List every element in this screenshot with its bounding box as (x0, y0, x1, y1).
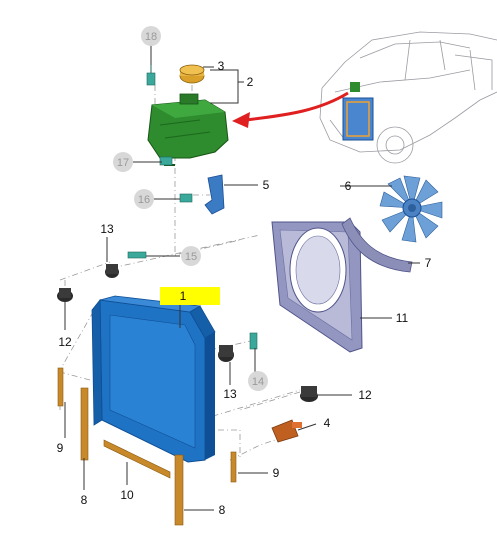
fitting-18 (146, 65, 156, 86)
sensor-4 (271, 419, 302, 443)
callout-10: 10 (120, 488, 134, 502)
callout-4: 4 (324, 416, 331, 430)
seal-strip-8-left (80, 387, 89, 461)
rubber-mount-13-right (218, 345, 234, 362)
expansion-tank-cap (179, 64, 205, 84)
callout-18: 18 (145, 31, 157, 43)
cooling-fan (379, 175, 443, 243)
seal-strip-8-right (174, 454, 184, 526)
leader-lines (64, 45, 420, 511)
shroud-ring-segment-7 (341, 217, 413, 273)
fan-shroud (271, 221, 363, 353)
red-location-arrow (232, 91, 349, 128)
expansion-tank (147, 93, 229, 166)
callout-3: 3 (218, 59, 225, 73)
callout-8-right: 8 (219, 503, 226, 517)
callout-2: 2 (247, 75, 254, 89)
seal-strip-10 (103, 439, 171, 479)
callout-5: 5 (263, 178, 270, 192)
callout-12-left: 12 (58, 335, 72, 349)
fitting-17 (159, 156, 173, 166)
callout-13-top: 13 (100, 222, 114, 236)
rubber-mount-12-left (57, 288, 73, 302)
rubber-mount-12-right (300, 386, 318, 402)
callout-12-right: 12 (358, 388, 372, 402)
callout-15: 15 (185, 251, 197, 263)
callout-9-right: 9 (273, 466, 280, 480)
fitting-14 (249, 332, 258, 350)
callout-1-highlight (160, 287, 220, 305)
callout-13-right: 13 (223, 387, 237, 401)
radiator (91, 295, 216, 463)
callout-16: 16 (138, 194, 150, 206)
bracket-5 (204, 174, 225, 215)
seal-strip-9-left (57, 367, 64, 407)
vehicle-locator-inset (319, 31, 497, 164)
callout-8-left: 8 (81, 493, 88, 507)
fitting-16 (179, 193, 193, 203)
callout-17: 17 (117, 157, 129, 169)
seal-strip-9-right (230, 451, 237, 483)
callout-1: 1 (180, 289, 187, 303)
callout-14: 14 (252, 376, 264, 388)
greyed-callout-badges (113, 26, 268, 391)
callout-7: 7 (425, 256, 432, 270)
callout-6: 6 (345, 179, 352, 193)
fitting-15 (127, 251, 147, 259)
callout-11: 11 (396, 311, 409, 325)
rubber-mount-13-top (105, 264, 119, 278)
callout-9-left: 9 (57, 441, 64, 455)
